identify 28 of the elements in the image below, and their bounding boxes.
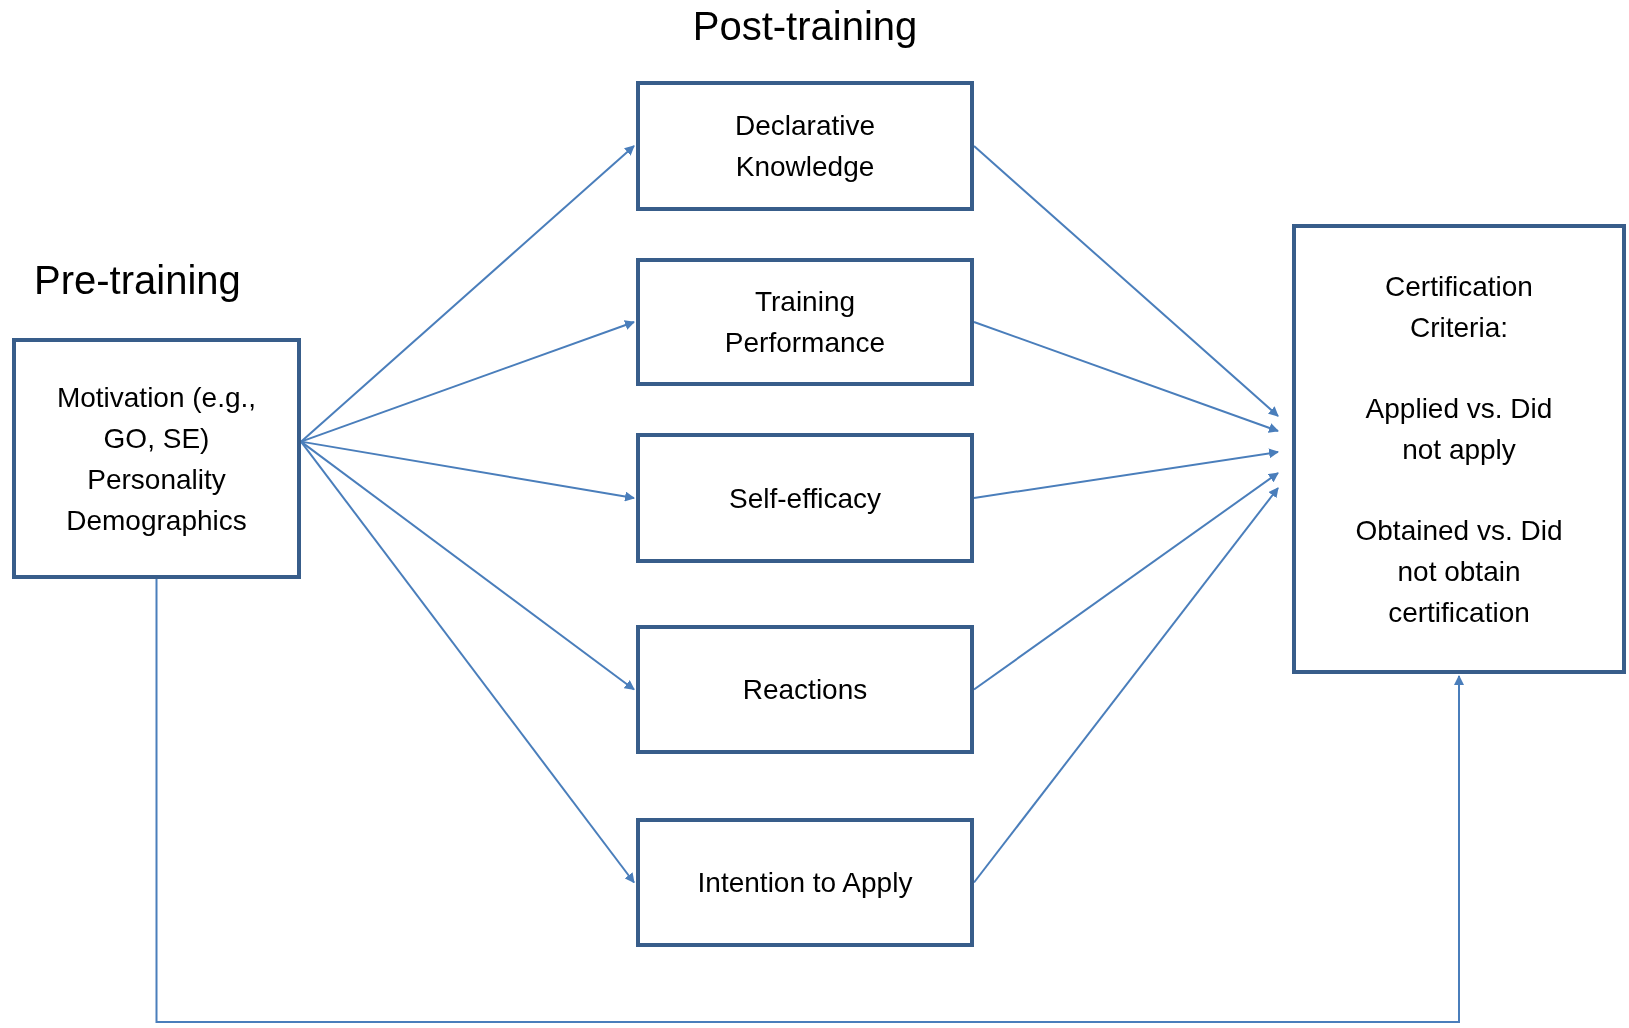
box-text: Obtained vs. Did not obtain certification: [1354, 513, 1564, 630]
box-text: Certification Criteria:: [1384, 269, 1534, 345]
arrow: [300, 440, 635, 502]
process-box: [636, 433, 974, 563]
arrow: [973, 487, 1279, 884]
heading: Pre-training: [34, 257, 242, 304]
arrow: [973, 448, 1279, 499]
box-text: Intention to Apply: [696, 866, 914, 900]
arrow: [300, 145, 635, 443]
process-box: [636, 625, 974, 754]
box-text: Declarative Knowledge: [733, 109, 877, 184]
box-text: Reactions: [741, 673, 869, 707]
process-box: [636, 818, 974, 947]
box-text: Applied vs. Did not apply: [1364, 391, 1554, 467]
arrow: [300, 440, 635, 691]
process-box: [636, 81, 974, 211]
process-box: [12, 338, 301, 579]
arrow: [300, 320, 635, 443]
arrow: [973, 145, 1279, 417]
process-box: [1292, 224, 1626, 674]
box-text: Training Performance: [723, 285, 887, 360]
heading: Post-training: [691, 3, 919, 50]
box-text: Self-efficacy: [728, 481, 882, 516]
arrow: [155, 578, 1464, 1023]
arrow: [973, 321, 1279, 433]
box-text: Motivation (e.g., GO, SE) Personality Demographics: [55, 380, 258, 538]
arrow: [973, 472, 1279, 691]
process-box: [636, 258, 974, 386]
